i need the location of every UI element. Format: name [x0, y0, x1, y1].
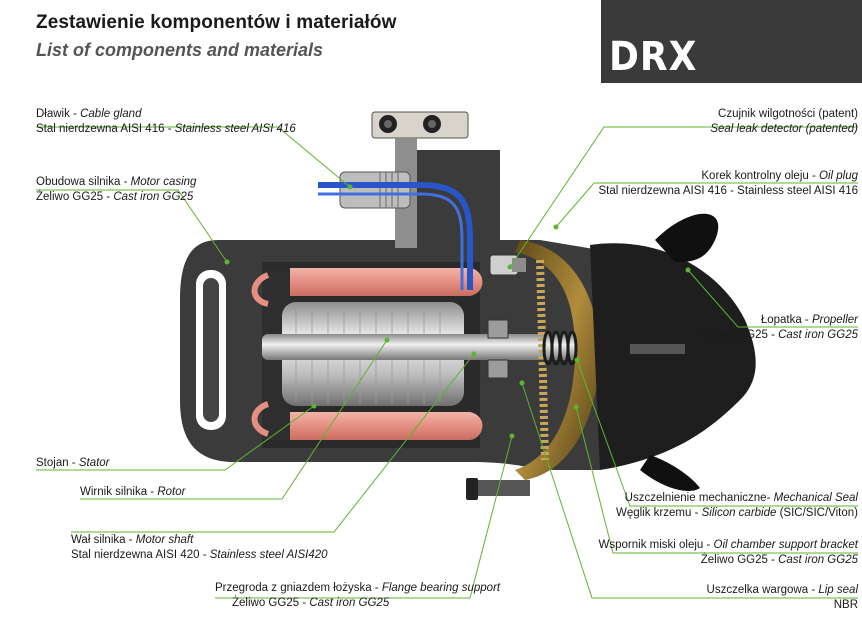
leader-motor-casing [36, 189, 228, 263]
cable-shape [318, 182, 473, 290]
stator-winding-bottom [285, 412, 483, 440]
impeller-housing-shape [590, 243, 756, 470]
page-title: Zestawienie komponentów i materiałów [36, 12, 397, 33]
oil-chamber-bracket-shape [515, 240, 600, 480]
leader-flange-bearing [215, 435, 513, 599]
leader-lines [36, 126, 858, 599]
label-flange-bearing: Przegroda z gniazdem łożyska - Flange be… [215, 582, 501, 609]
label-oil-plug: Korek kontrolny oleju - Oil plug Stal ni… [598, 170, 858, 197]
label-lip-seal: Uszczelka wargowa - Lip seal NBR [706, 584, 858, 611]
label-stator: Stojan - Stator [36, 457, 110, 469]
leader-cable-gland [36, 126, 351, 188]
leader-lip-seal [521, 382, 858, 599]
leader-seal-detector [509, 126, 858, 268]
motor-shaft-shape [262, 334, 662, 360]
label-seal-detector: Czujnik wilgotności (patent) Seal leak d… [710, 108, 858, 135]
leader-oil-plug [555, 182, 858, 228]
page-subtitle: List of components and materials [36, 40, 324, 60]
cable-gland-shape [339, 171, 411, 209]
leader-motor-shaft [71, 353, 475, 533]
propeller-blade-shape [655, 213, 719, 262]
label-motor-casing: Obudowa silnika - Motor casing Żeliwo GG… [36, 176, 197, 203]
label-motor-shaft: Wał silnika - Motor shaft Stal nierdzewn… [71, 534, 328, 561]
leader-rotor [80, 339, 388, 500]
leader-stator [36, 405, 315, 471]
label-propeller: Łopatka - Propeller Żeliwo GG25 - Cast i… [700, 314, 858, 341]
model-badge: DRX [601, 0, 862, 83]
label-mechanical-seal: Uszczelnienie mechaniczne- Mechanical Se… [615, 492, 858, 519]
stator-winding-top [285, 268, 483, 296]
leader-oil-chamber [575, 406, 858, 554]
label-oil-chamber: Wspornik miski oleju - Oil chamber suppo… [598, 539, 858, 566]
label-rotor: Wirnik silnika - Rotor [80, 486, 186, 498]
leader-mechanical-seal [576, 359, 858, 507]
label-cable-gland: Dławik - Cable gland Stal nierdzewna AIS… [36, 108, 296, 135]
model-name: DRX [609, 34, 698, 80]
leader-propeller [687, 269, 858, 328]
